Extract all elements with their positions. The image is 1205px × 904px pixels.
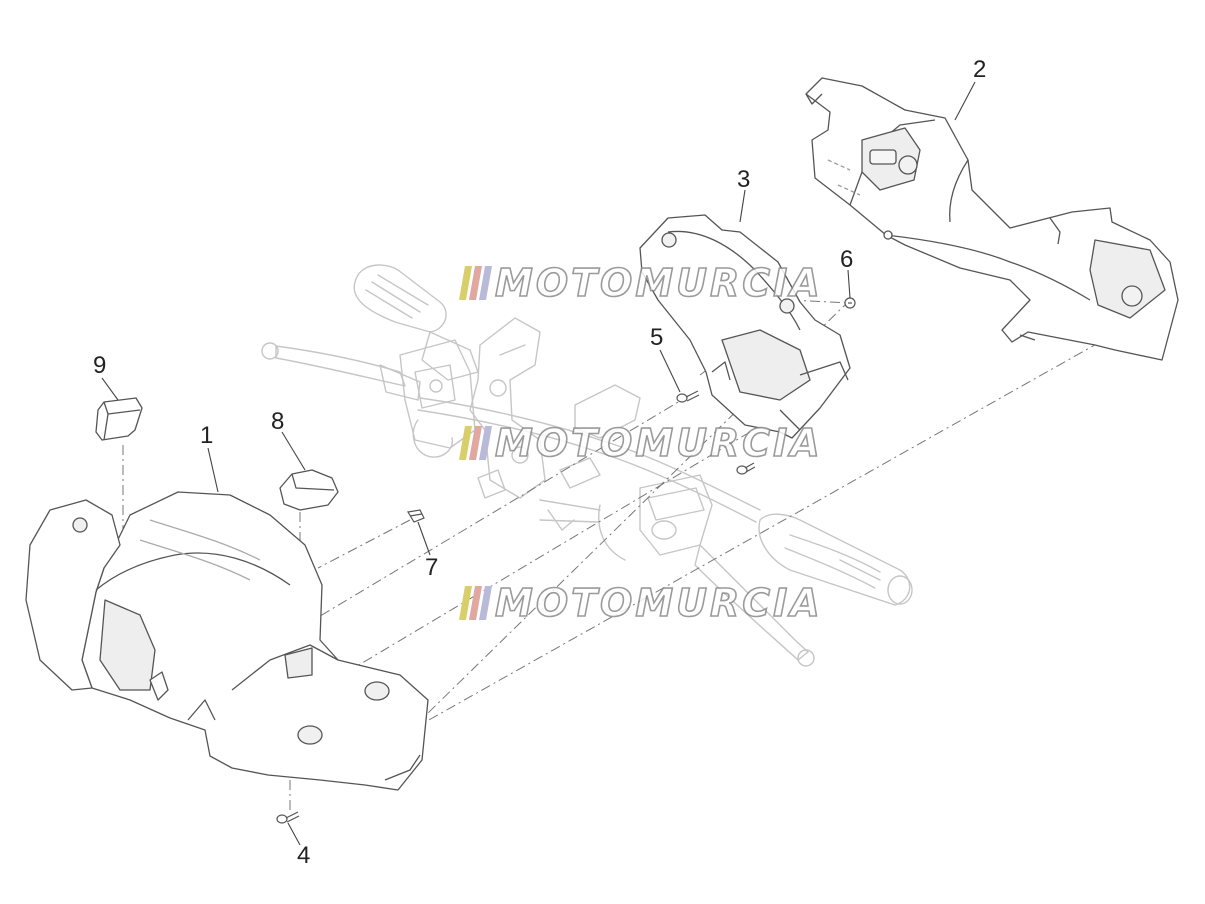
ghost-small-parts <box>477 457 601 499</box>
ghost-left-lever <box>261 342 421 401</box>
callout-5: 5 <box>650 324 664 351</box>
part-6-screw <box>844 297 856 309</box>
part-1-front-handlebar-cover <box>25 491 429 791</box>
callout-leaders <box>101 81 976 846</box>
ghost-center-bracket <box>469 317 641 499</box>
callout-1: 1 <box>200 422 214 449</box>
watermark-stripes <box>459 426 492 460</box>
part-2-rear-handlebar-cover <box>805 77 1179 361</box>
callout-6: 6 <box>840 246 854 273</box>
part-4-screw <box>276 811 300 824</box>
part-3-inner-cover <box>639 214 851 439</box>
part-5-screw <box>676 390 700 403</box>
ghost-handlebar-assembly <box>261 264 913 667</box>
callout-4: 4 <box>297 842 311 869</box>
callout-2: 2 <box>973 56 987 83</box>
watermark-text: MOTOMURCIA <box>494 260 823 306</box>
ghost-right-grip <box>758 513 913 606</box>
callout-9: 9 <box>93 352 107 379</box>
extra-screw <box>736 462 756 475</box>
watermark-stripes <box>459 266 492 300</box>
watermark-bottom: MOTOMURCIA <box>459 580 823 626</box>
watermark-top: MOTOMURCIA <box>459 260 823 306</box>
callout-7: 7 <box>425 554 439 581</box>
part-8-cap <box>279 469 339 511</box>
watermark-text: MOTOMURCIA <box>494 420 823 466</box>
ghost-handlebar-tube <box>417 397 761 523</box>
watermark-stripes <box>459 586 492 620</box>
part-9-small-cap <box>95 397 143 441</box>
ghost-left-grip <box>353 264 479 381</box>
watermark-text: MOTOMURCIA <box>494 580 823 626</box>
callout-8: 8 <box>271 408 285 435</box>
ghost-right-lever <box>694 544 815 667</box>
ghost-right-master-cylinder <box>539 474 713 561</box>
watermark-middle: MOTOMURCIA <box>459 420 823 466</box>
callout-3: 3 <box>737 166 751 193</box>
part-7-clip-nut <box>407 509 425 523</box>
